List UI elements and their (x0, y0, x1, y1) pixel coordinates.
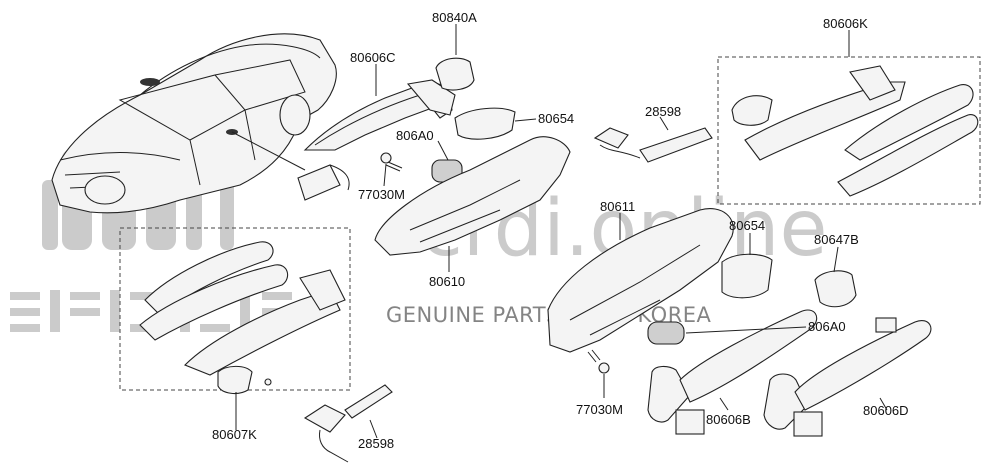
label-80654-upper: 80654 (538, 111, 574, 126)
label-80606b: 80606B (706, 412, 751, 427)
part-80606k-handle-kit (731, 65, 979, 197)
label-806a0-lower: 806A0 (808, 319, 846, 334)
part-80654-gasket-upper (454, 107, 516, 140)
label-806a0-upper: 806A0 (396, 128, 434, 143)
part-80606d-handle (763, 317, 932, 437)
group-80606k-box (717, 56, 981, 205)
label-80611: 80611 (600, 199, 635, 214)
label-80654-lower: 80654 (729, 218, 765, 233)
part-80611-frame (547, 208, 734, 353)
label-80606k: 80606K (823, 16, 868, 31)
label-80840a: 80840A (432, 10, 477, 25)
label-28598-upper: 28598 (645, 104, 681, 119)
label-80607k: 80607K (212, 427, 257, 442)
label-80647b: 80647B (814, 232, 859, 247)
part-77030m-bolt-upper (380, 152, 403, 172)
part-80610-base-frame (374, 136, 571, 256)
leader-lines (235, 24, 888, 439)
part-77030m-bolt-lower (587, 349, 610, 374)
label-77030m-lower: 77030M (576, 402, 623, 417)
part-806a0-pad-lower (647, 321, 685, 345)
part-80606c-handle-frame (297, 79, 456, 201)
label-80606c: 80606C (350, 50, 396, 65)
part-80607k-handle-kit (139, 241, 346, 395)
part-80654-gasket-lower (721, 253, 773, 299)
part-80647b-cap (814, 270, 857, 308)
part-80606b-handle (647, 309, 818, 435)
part-80840a-cap (435, 57, 475, 91)
label-28598-lower: 28598 (358, 436, 394, 451)
car-illustration (51, 33, 337, 214)
group-80607k-box (119, 227, 351, 391)
label-80610: 80610 (429, 274, 465, 289)
part-28598-sensor-upper (593, 127, 713, 163)
label-80606d: 80606D (863, 403, 909, 418)
label-77030m-upper: 77030M (358, 187, 405, 202)
part-28598-sensor-lower (303, 384, 393, 463)
